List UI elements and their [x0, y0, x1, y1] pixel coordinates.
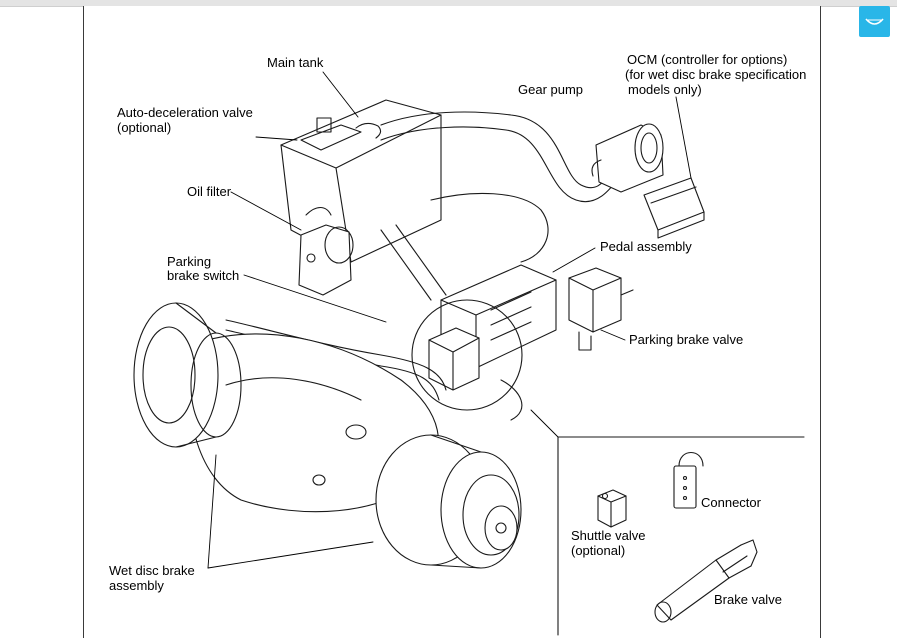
label-parking-brake-valve: Parking brake valve [629, 332, 743, 347]
connector-drawing [673, 451, 704, 509]
label-parking-switch-line-1: Parking [167, 254, 211, 269]
label-auto-decel-line-2: (optional) [117, 120, 171, 135]
parking-valve-drawing [568, 267, 634, 351]
label-wet-disc-line-2: assembly [109, 578, 164, 593]
label-shuttle-valve-line-2: (optional) [571, 543, 625, 558]
label-connector: Connector [701, 495, 762, 510]
viewer-toggle-button[interactable] [859, 6, 890, 37]
label-gear-pump: Gear pump [518, 82, 583, 97]
label-ocm-line-3: models only) [628, 82, 702, 97]
label-main-tank: Main tank [267, 55, 324, 70]
label-parking-switch-line-2: brake switch [167, 268, 239, 283]
ocm-drawing [643, 177, 705, 239]
document-page: Main tank Gear pump OCM (controller for … [83, 6, 821, 638]
label-ocm-line-1: OCM (controller for options) [627, 52, 787, 67]
label-brake-valve: Brake valve [714, 592, 782, 607]
valve-block-drawing [428, 327, 480, 391]
valve-highlight-circle [411, 299, 523, 411]
label-auto-decel-line-1: Auto-deceleration valve [117, 105, 253, 120]
label-shuttle-valve-line-1: Shuttle valve [571, 528, 645, 543]
leader-lines [207, 71, 692, 569]
viewer-toggle-icon [865, 18, 884, 25]
label-ocm-line-2: (for wet disc brake specification [625, 67, 806, 82]
label-oil-filter: Oil filter [187, 184, 232, 199]
brake-system-diagram: Main tank Gear pump OCM (controller for … [109, 52, 806, 636]
gear-pump-drawing [591, 123, 664, 193]
diagram-labels: Main tank Gear pump OCM (controller for … [109, 52, 806, 607]
wet-disc-brake-left-drawing [133, 302, 242, 448]
label-wet-disc-line-1: Wet disc brake [109, 563, 195, 578]
hose-drawing [380, 111, 622, 263]
oil-filter-drawing [298, 206, 354, 296]
shuttle-valve-drawing [597, 489, 627, 528]
brake-valve-drawing [654, 539, 758, 623]
wet-disc-brake-right-drawing [375, 434, 522, 569]
label-pedal-assembly: Pedal assembly [600, 239, 692, 254]
